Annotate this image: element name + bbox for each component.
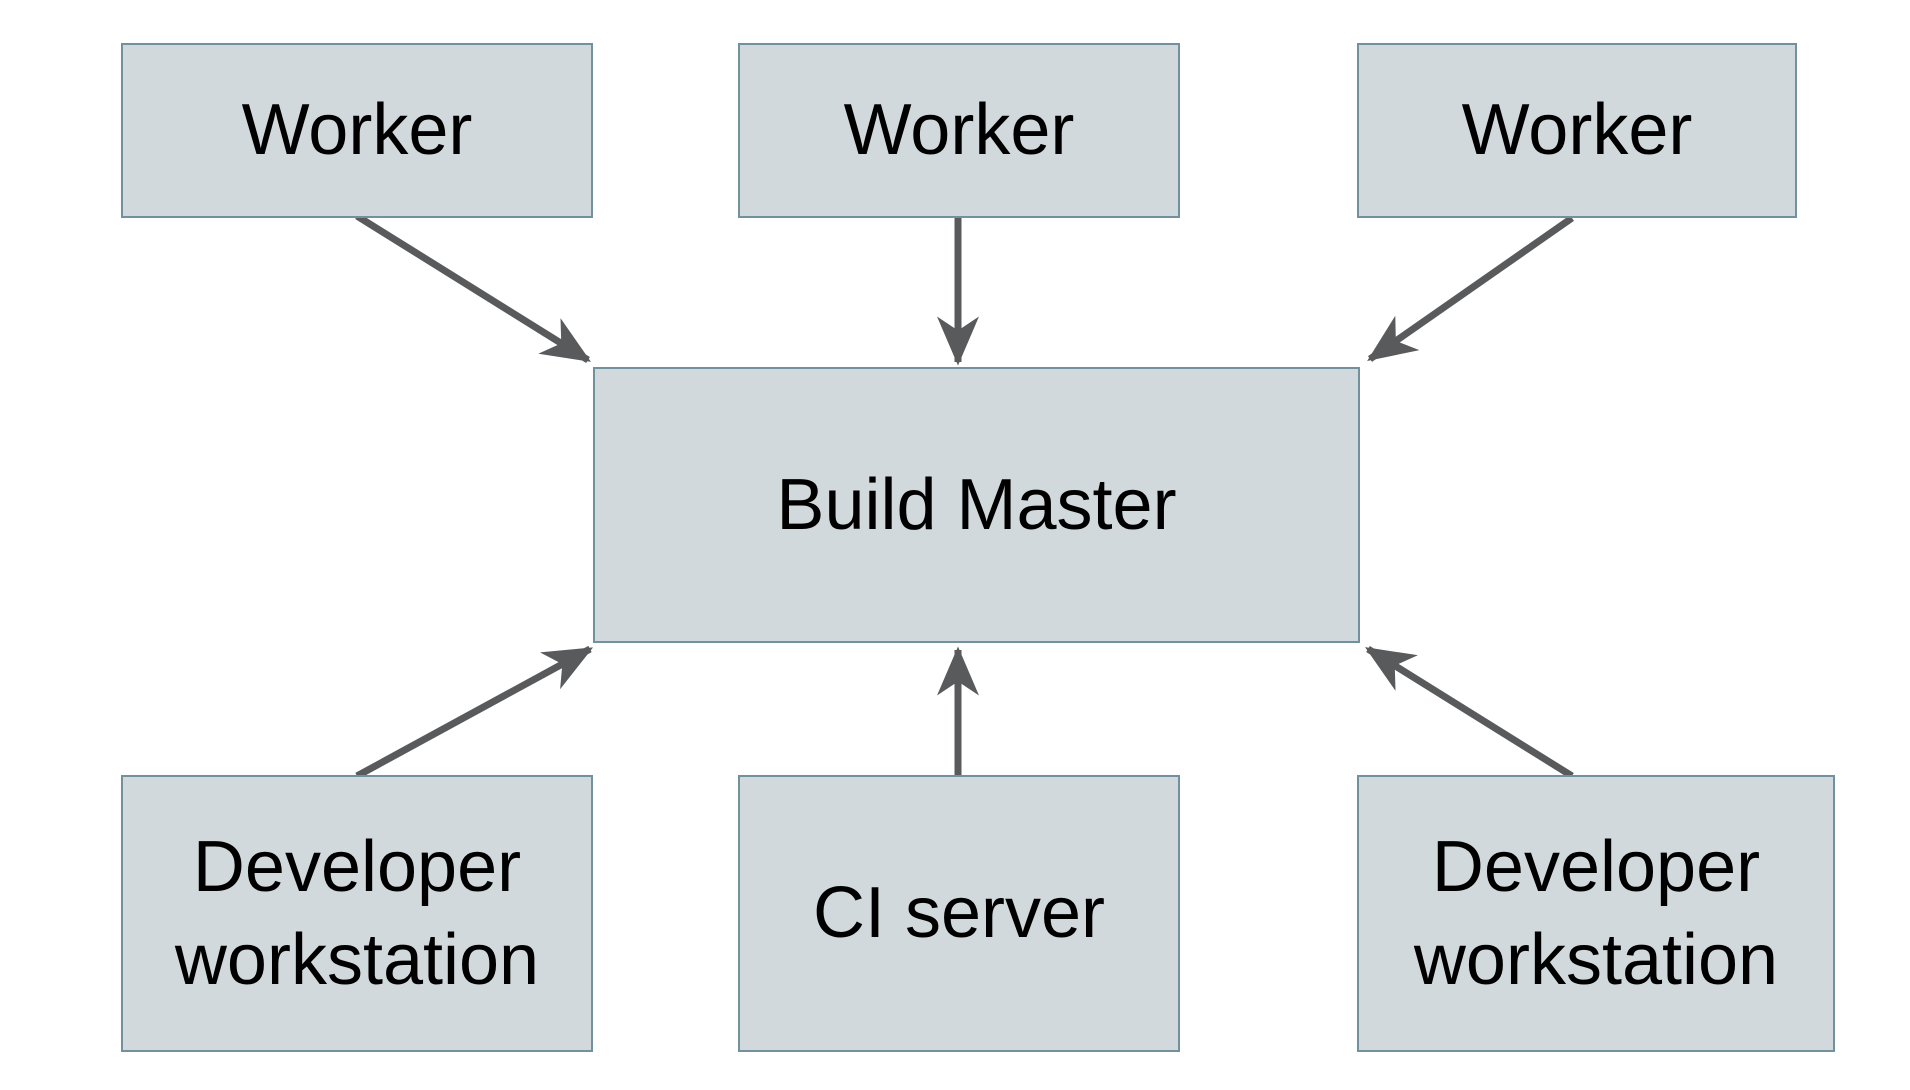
node-build-master-label: Build Master [776,464,1177,545]
node-build-master: Build Master [593,367,1360,643]
node-worker-1: Worker [121,43,593,218]
arrow-dev-left-to-build-master [355,645,594,780]
node-developer-workstation-right: Developer workstation [1357,775,1835,1052]
node-worker-1-label: Worker [241,90,473,171]
node-ci-server-label: CI server [812,873,1106,954]
arrow-worker-1-to-build-master [355,213,591,363]
node-developer-workstation-left-label: Developer workstation [174,827,540,1000]
node-worker-2-label: Worker [843,90,1075,171]
node-developer-workstation-left: Developer workstation [121,775,593,1052]
arrow-dev-right-to-build-master [1365,646,1574,779]
node-worker-3-label: Worker [1461,90,1693,171]
node-ci-server: CI server [738,775,1180,1052]
node-worker-3: Worker [1357,43,1797,218]
node-developer-workstation-right-label: Developer workstation [1413,827,1779,1000]
arrow-worker-3-to-build-master [1367,215,1575,362]
node-worker-2: Worker [738,43,1180,218]
